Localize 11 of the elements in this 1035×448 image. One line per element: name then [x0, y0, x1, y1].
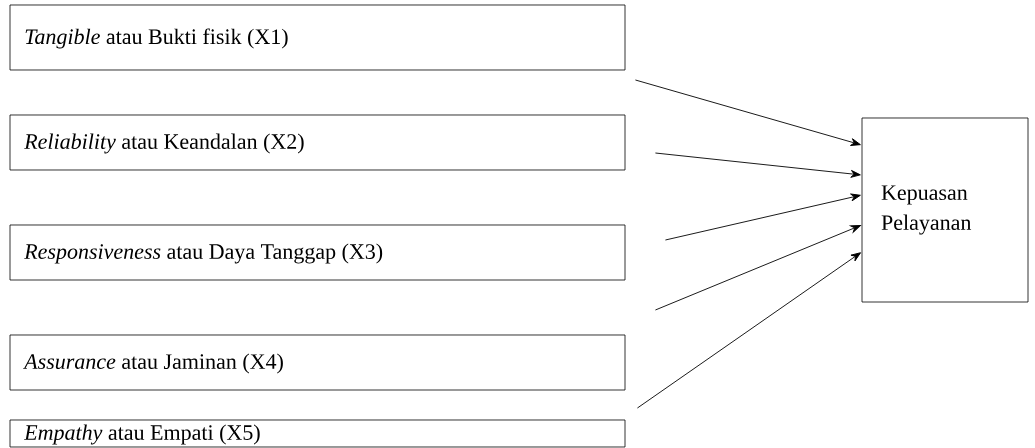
text-box: Kepuasan Pelayanan	[861, 117, 1029, 303]
text-box: Responsiveness atau Daya Tanggap (X3)	[9, 224, 626, 281]
arrow	[664, 193, 861, 241]
text-box: Assurance atau Jaminan (X4)	[9, 334, 626, 391]
text-box: Tangible atau Bukti fisik (X1)	[9, 4, 626, 71]
arrow	[634, 79, 861, 146]
arrow	[654, 225, 861, 311]
arrow	[654, 152, 861, 178]
arrow	[636, 252, 861, 409]
text-box: Empathy atau Empati (X5)	[9, 419, 626, 448]
text-box: Reliability atau Keandalan (X2)	[9, 114, 626, 171]
